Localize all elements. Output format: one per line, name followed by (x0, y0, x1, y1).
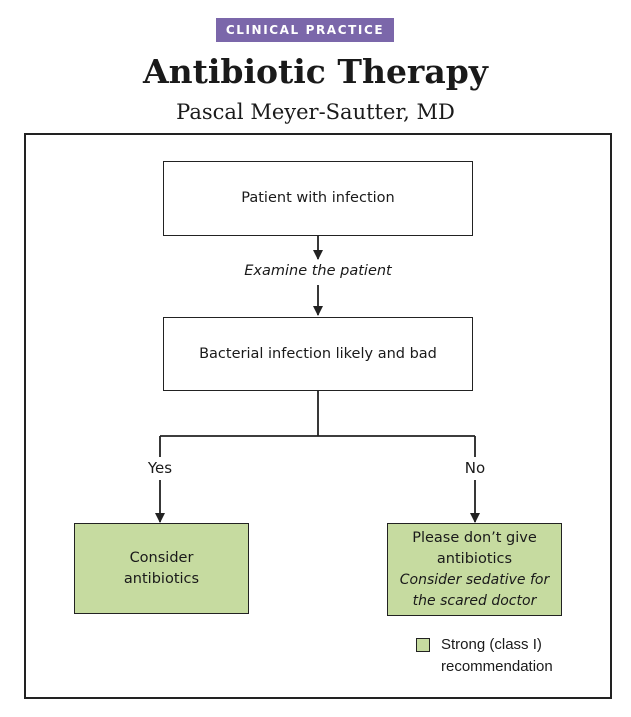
legend-swatch (416, 638, 430, 652)
decision-box-text: Bacterial infection likely and bad (199, 345, 437, 362)
legend-text: Strong (class I) recommendation (441, 636, 553, 675)
outcome-yes-box: Consider antibiotics (74, 523, 249, 614)
examine-label: Examine the patient (218, 261, 418, 281)
start-box: Patient with infection (163, 161, 473, 236)
author-byline: Pascal Meyer-Sautter, MD (176, 100, 455, 124)
flowchart-frame (24, 133, 612, 699)
section-badge: CLINICAL PRACTICE (216, 18, 394, 42)
outcome-no-note: Consider sedative for the scared doctor (399, 571, 550, 609)
outcome-no-box: Please don’t give antibiotics Consider s… (387, 523, 562, 616)
page-title: Antibiotic Therapy (143, 52, 488, 91)
start-box-text: Patient with infection (241, 190, 395, 206)
yes-label: Yes (140, 458, 180, 478)
no-label: No (457, 458, 493, 478)
decision-box: Bacterial infection likely and bad (163, 317, 473, 391)
outcome-no-text: Please don’t give antibiotics (412, 529, 537, 567)
outcome-yes-text: Consider antibiotics (123, 549, 200, 587)
